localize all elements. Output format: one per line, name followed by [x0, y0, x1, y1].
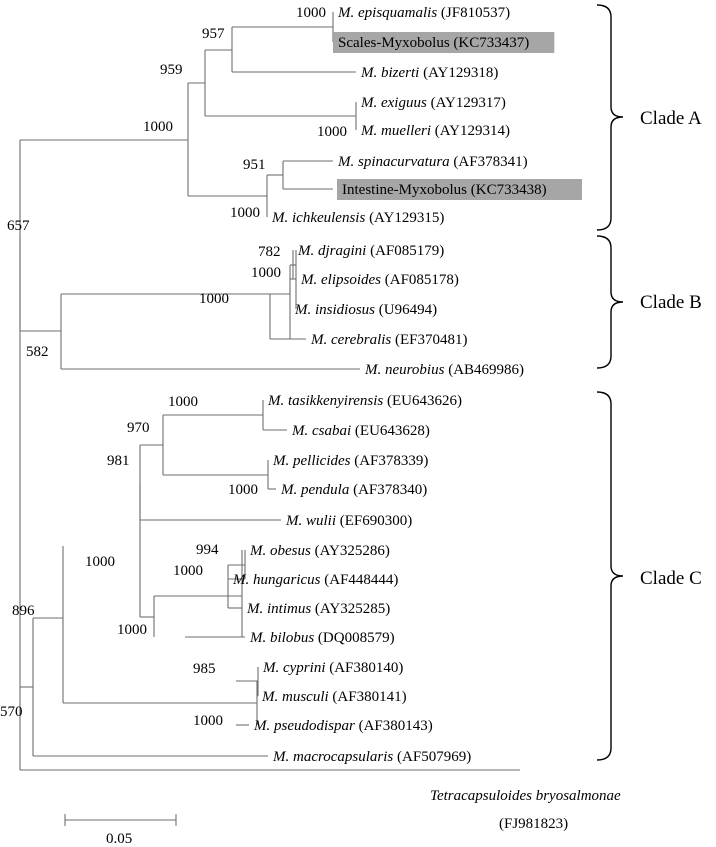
bootstrap-b_pend: 1000 [228, 482, 258, 498]
clade-bracket-cB [596, 235, 624, 369]
tip-label-t13: M. neurobius (AB469986) [364, 362, 524, 378]
bootstrap-b_951: 951 [243, 157, 266, 173]
bootstrap-labels: 1000 957 959 1000 1000 951 1000 657 782 1000 1000 5… [0, 5, 347, 729]
tip-label-t18: M. wulii (EF690300) [285, 513, 412, 529]
tip-label-t19: M. obesus (AY325286) [249, 543, 390, 559]
tip-label-t10: M. elipsoides (AF085178) [300, 272, 459, 288]
outgroup-label: Tetracapsuloides bryosalmonae [430, 788, 621, 804]
tip-labels: M. episquamalis (JF810537) Scales-Myxobol… [232, 5, 621, 832]
tip-label-t17: M. pendula (AF378340) [280, 482, 427, 498]
clade-bracket-cA [596, 4, 624, 231]
bootstrap-b_981: 981 [107, 453, 130, 469]
tip-label-t26: M. macrocapsularis (AF507969) [272, 749, 471, 765]
tip-label-t5: M. muelleri (AY129314) [360, 123, 510, 139]
clade-label-cC: Clade C [640, 568, 702, 589]
tip-label-t23: M. cyprini (AF380140) [262, 660, 403, 676]
scale-bar-label: 0.05 [106, 831, 132, 847]
highlight-box [333, 32, 555, 53]
tip-label-t25: M. pseudodispar (AF380143) [253, 718, 433, 734]
bootstrap-b_570: 570 [0, 704, 23, 720]
tip-label-t1: M. episquamalis (JF810537) [337, 5, 510, 21]
bootstrap-b_epi: 1000 [296, 5, 326, 21]
clade-label-cB: Clade B [640, 292, 702, 313]
bootstrap-b_cladeB: 1000 [199, 291, 229, 307]
clade-label-cA: Clade A [640, 108, 702, 129]
scale-bar: 0.05 [64, 814, 177, 847]
bootstrap-b_896: 896 [12, 603, 35, 619]
tip-label-t8: M. ichkeulensis (AY129315) [271, 210, 444, 226]
tip-label-t24: M. musculi (AF380141) [261, 689, 407, 705]
bootstrap-b_bilo: 1000 [117, 622, 147, 638]
bootstrap-b_cladeC1: 1000 [85, 554, 115, 570]
bootstrap-b_957: 957 [202, 26, 225, 42]
tree-branches [19, 12, 520, 771]
tip-highlights [333, 32, 582, 200]
tip-label-t12: M. cerebralis (EF370481) [310, 332, 468, 348]
clade-bracket-cC [596, 391, 624, 761]
bootstrap-b_959: 959 [160, 62, 183, 78]
clade-brackets: Clade A Clade B Clade C [596, 4, 702, 761]
bootstrap-b_985: 985 [193, 661, 216, 677]
tip-label-t14: M. tasikkenyirensis (EU643626) [267, 393, 462, 409]
tip-label-t16: M. pellicides (AF378339) [272, 453, 428, 469]
tip-label-t11: M. insidiosus (U96494) [294, 302, 437, 318]
tip-label-t7: Intestine-Myxobolus (KC733438) [342, 182, 547, 198]
tip-label-t15: M. csabai (EU643628) [291, 423, 430, 439]
tip-label-t20: M. hungaricus (AF448444) [232, 572, 398, 588]
outgroup-accession: (FJ981823) [499, 816, 568, 832]
bootstrap-b_elip: 1000 [251, 265, 281, 281]
bootstrap-b_tasik: 1000 [168, 394, 198, 410]
tip-label-t3: M. bizerti (AY129318) [360, 65, 498, 81]
bootstrap-b_782: 782 [258, 244, 281, 260]
tip-label-t21: M. intimus (AY325285) [246, 601, 390, 617]
bootstrap-b_994: 994 [196, 542, 219, 558]
tip-label-t4: M. exiguus (AY129317) [360, 95, 506, 111]
tip-label-t6: M. spinacurvatura (AF378341) [337, 154, 528, 170]
bootstrap-b_exig: 1000 [317, 124, 347, 140]
tip-label-t9: M. djragini (AF085179) [297, 243, 444, 259]
bootstrap-b_pseu: 1000 [193, 713, 223, 729]
bootstrap-b_ichk: 1000 [230, 205, 260, 221]
bootstrap-b_970: 970 [127, 420, 150, 436]
bootstrap-b_hung: 1000 [173, 563, 203, 579]
bootstrap-b_582: 582 [26, 344, 49, 360]
bootstrap-b_657: 657 [7, 218, 30, 234]
tip-label-t2: Scales-Myxobolus (KC733437) [338, 35, 529, 51]
tip-label-t22: M. bilobus (DQ008579) [249, 630, 395, 646]
bootstrap-b_cladeA: 1000 [143, 119, 173, 135]
highlight-box [337, 179, 582, 200]
